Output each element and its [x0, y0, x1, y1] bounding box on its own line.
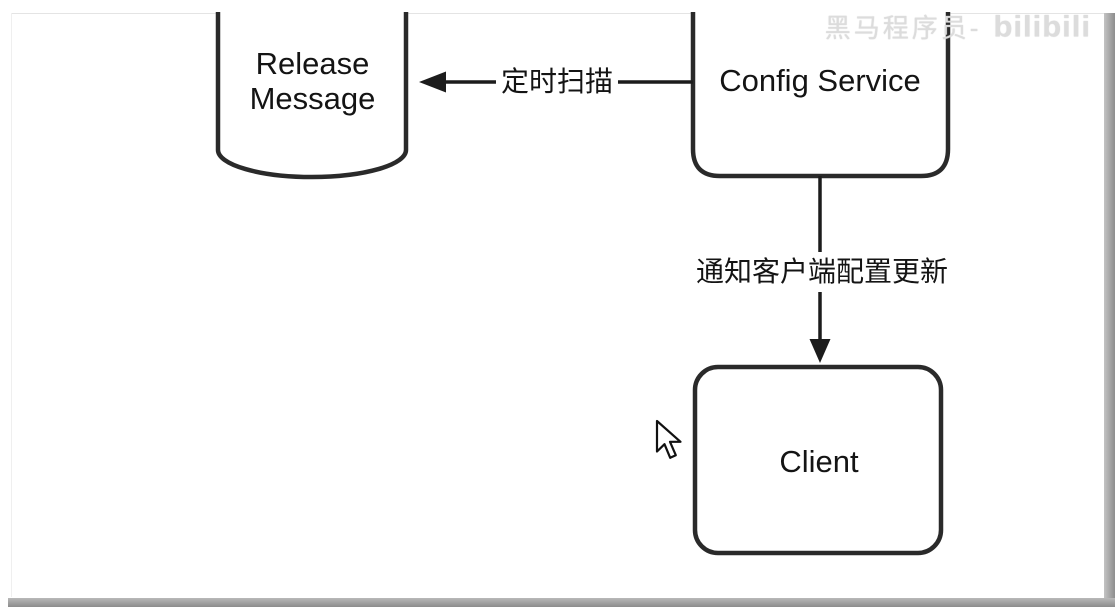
notify-edge-label: 通知客户端配置更新: [689, 252, 955, 292]
page-bottom-shadow: [8, 598, 1115, 607]
watermark: 黑马程序员- bilibili: [825, 8, 1091, 45]
watermark-channel-name: 黑马程序员-: [824, 13, 982, 43]
notify-arrow-head: [809, 339, 831, 363]
client-box: [692, 364, 944, 556]
release-message-label: Release Message: [249, 46, 376, 116]
release-message-cylinder: [215, 12, 409, 180]
client-label: Client: [779, 444, 859, 479]
page-right-shadow: [1104, 13, 1115, 607]
scan-arrow-head: [419, 71, 446, 93]
scan-edge-label: 定时扫描: [495, 65, 619, 99]
config-service-label: Config Service: [719, 63, 921, 98]
page-left-boundary: [11, 13, 12, 597]
bilibili-logo-icon: bilibili: [993, 9, 1091, 43]
page-top-boundary: [11, 13, 1104, 14]
mouse-cursor-icon: [655, 419, 682, 459]
